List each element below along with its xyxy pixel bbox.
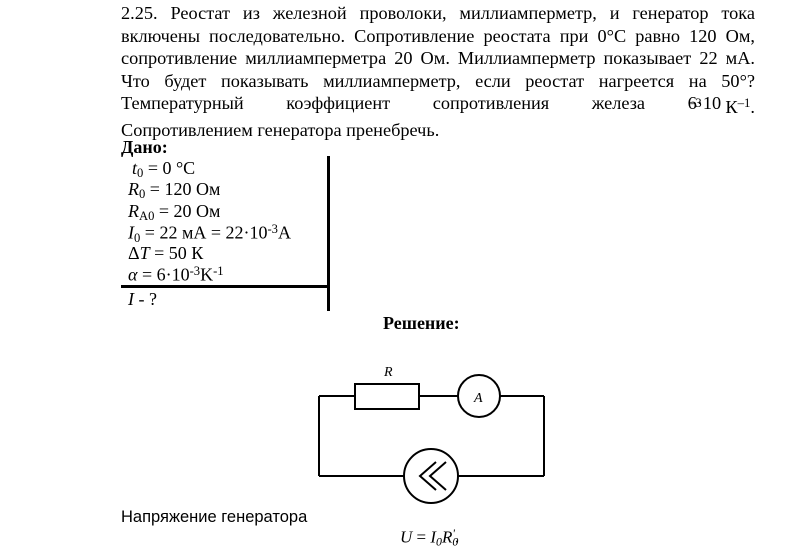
find-unknown: I - ? — [128, 289, 157, 309]
exp-minus-1: –1 — [737, 96, 751, 111]
kelvin-unit: К–1. — [725, 96, 755, 118]
given-alpha: α = 6·10-3K-1 — [128, 264, 224, 285]
problem-line-6: Сопротивлением генератора пренебречь. — [121, 119, 440, 140]
given-R0: R0 = 120 Ом — [128, 179, 221, 202]
solution-title: Решение: — [383, 313, 460, 333]
given-RA0: RA0 = 20 Ом — [128, 201, 221, 224]
given-t0: t0 = 0 °С — [132, 158, 196, 181]
problem-line-5: Температурный коэффициент сопротивления … — [121, 92, 755, 118]
given-dT: ΔT = 50 К — [128, 243, 204, 263]
resistor-symbol — [354, 383, 420, 410]
problem-line-4: Что будет показывать миллиамперметр, есл… — [121, 70, 755, 91]
given-separator-vertical — [327, 156, 330, 311]
exp-minus-3: –3 — [688, 96, 702, 111]
generator-chevron-1 — [418, 461, 437, 491]
voltage-text: Напряжение генератора — [121, 508, 308, 526]
problem-statement: 2.25. Реостат из железной проволоки, мил… — [121, 2, 755, 141]
problem-line-5-text: Температурный коэффициент сопротивления … — [121, 93, 722, 114]
given-title: Дано: — [121, 137, 168, 157]
resistor-label: R — [383, 365, 393, 380]
ammeter-label: A — [473, 391, 483, 406]
given-I0: I0 = 22 мА = 22·10-3А — [128, 222, 291, 245]
problem-line-3: сопротивление миллиамперметра 20 Ом. Мил… — [121, 48, 755, 69]
generator-chevron-2 — [428, 461, 447, 491]
voltage-formula: U = I0R0'. — [400, 526, 460, 549]
problem-line-1: 2.25. Реостат из железной проволоки, мил… — [121, 3, 755, 23]
problem-line-2: включены последовательно. Сопротивление … — [121, 25, 755, 46]
given-separator-horizontal — [121, 285, 330, 288]
